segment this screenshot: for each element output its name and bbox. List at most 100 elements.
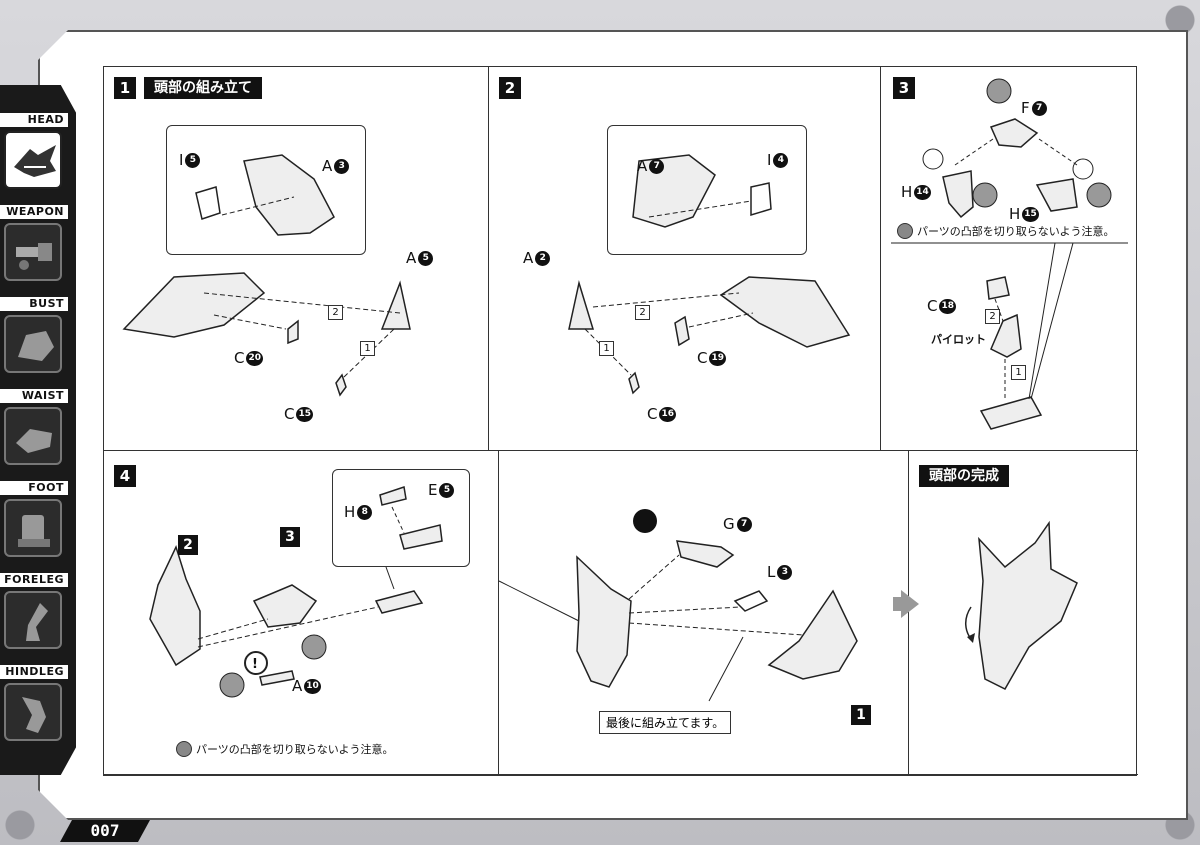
part-number: 7: [649, 158, 665, 174]
page-number: 007: [60, 820, 150, 842]
caution-note: パーツの凸部を切り取らないよう注意。: [897, 223, 1115, 239]
part-number: 20: [246, 350, 264, 366]
sequence-marker: 2: [635, 305, 650, 320]
part-number: 19: [709, 350, 727, 366]
arrow-stem: [893, 597, 903, 611]
foreleg-icon: [4, 591, 62, 649]
step-number: 2: [499, 77, 521, 99]
tab-label: FOOT: [0, 481, 68, 495]
tab-label: FORELEG: [0, 573, 68, 587]
part-number: 16: [659, 406, 677, 422]
caution-icon: [897, 223, 913, 239]
part-letter: E: [428, 481, 438, 499]
tab-foot[interactable]: FOOT: [0, 481, 68, 557]
part-letter: C: [697, 349, 708, 367]
sub-step-marker: 2: [178, 535, 198, 555]
caution-text: パーツの凸部を切り取らないよう注意。: [917, 225, 1115, 238]
part-letter: A: [292, 677, 303, 695]
part-letter: C: [927, 297, 938, 315]
part-number: 18: [939, 298, 957, 314]
caution-icon: [176, 741, 192, 757]
section-sidebar: HEAD WEAPON BUST WAIST FOOT FORELEG HI: [0, 85, 76, 775]
part-letter: A: [406, 249, 417, 267]
part-number: 3: [777, 564, 793, 580]
part-letter: H: [1009, 205, 1021, 223]
sequence-marker: 1: [599, 341, 614, 356]
assembly-note: 最後に組み立てます。: [599, 711, 732, 734]
tab-bust[interactable]: BUST: [0, 297, 68, 373]
part-number: 7: [1031, 100, 1047, 116]
step-number: 1: [114, 77, 136, 99]
sequence-marker: 2: [985, 309, 1000, 324]
step-1-diagram: [122, 154, 411, 397]
part-number: 5: [418, 250, 434, 266]
step-3-diagram: [891, 78, 1128, 430]
completed-head-diagram: [965, 520, 1078, 690]
bust-icon: [4, 315, 62, 373]
tab-head[interactable]: HEAD: [0, 113, 68, 189]
part-letter: A: [637, 157, 648, 175]
step-4-diagram: !: [149, 486, 443, 698]
foot-icon: [4, 499, 62, 557]
completion-panel: 頭部の完成: [909, 451, 1138, 775]
sub-step-marker: 3: [280, 527, 300, 547]
part-number: 10: [304, 678, 321, 694]
part-letter: F: [1021, 99, 1030, 117]
tab-label: HINDLEG: [0, 665, 68, 679]
part-letter: A: [523, 249, 534, 267]
tab-weapon[interactable]: WEAPON: [0, 205, 68, 281]
part-number: 3: [334, 158, 350, 174]
tab-foreleg[interactable]: FORELEG: [0, 573, 68, 649]
sequence-marker: 2: [328, 305, 343, 320]
part-number: 5: [185, 152, 201, 168]
step-number: 3: [893, 77, 915, 99]
part-letter: C: [647, 405, 658, 423]
part-letter: L: [767, 563, 776, 581]
part-number: 15: [296, 406, 314, 422]
part-number: 5: [439, 482, 455, 498]
part-number: 14: [914, 184, 931, 200]
part-letter: C: [234, 349, 245, 367]
sequence-marker: 1: [1011, 365, 1026, 380]
tab-label: HEAD: [0, 113, 68, 127]
part-letter: H: [344, 503, 356, 521]
sequence-marker: 1: [360, 341, 375, 356]
part-number: 8: [357, 504, 373, 520]
hindleg-icon: [4, 683, 62, 741]
part-number: 15: [1022, 206, 1039, 222]
tab-waist[interactable]: WAIST: [0, 389, 68, 465]
waist-icon: [4, 407, 62, 465]
part-letter: I: [179, 151, 184, 169]
caution-text: パーツの凸部を切り取らないよう注意。: [196, 743, 394, 756]
part-number: 2: [535, 250, 551, 266]
tab-hindleg[interactable]: HINDLEG: [0, 665, 68, 741]
weapon-icon: [4, 223, 62, 281]
tab-label: WEAPON: [0, 205, 68, 219]
part-letter: A: [322, 157, 333, 175]
step-number: 4: [114, 465, 136, 487]
part-letter: H: [901, 183, 913, 201]
part-letter: I: [767, 151, 772, 169]
